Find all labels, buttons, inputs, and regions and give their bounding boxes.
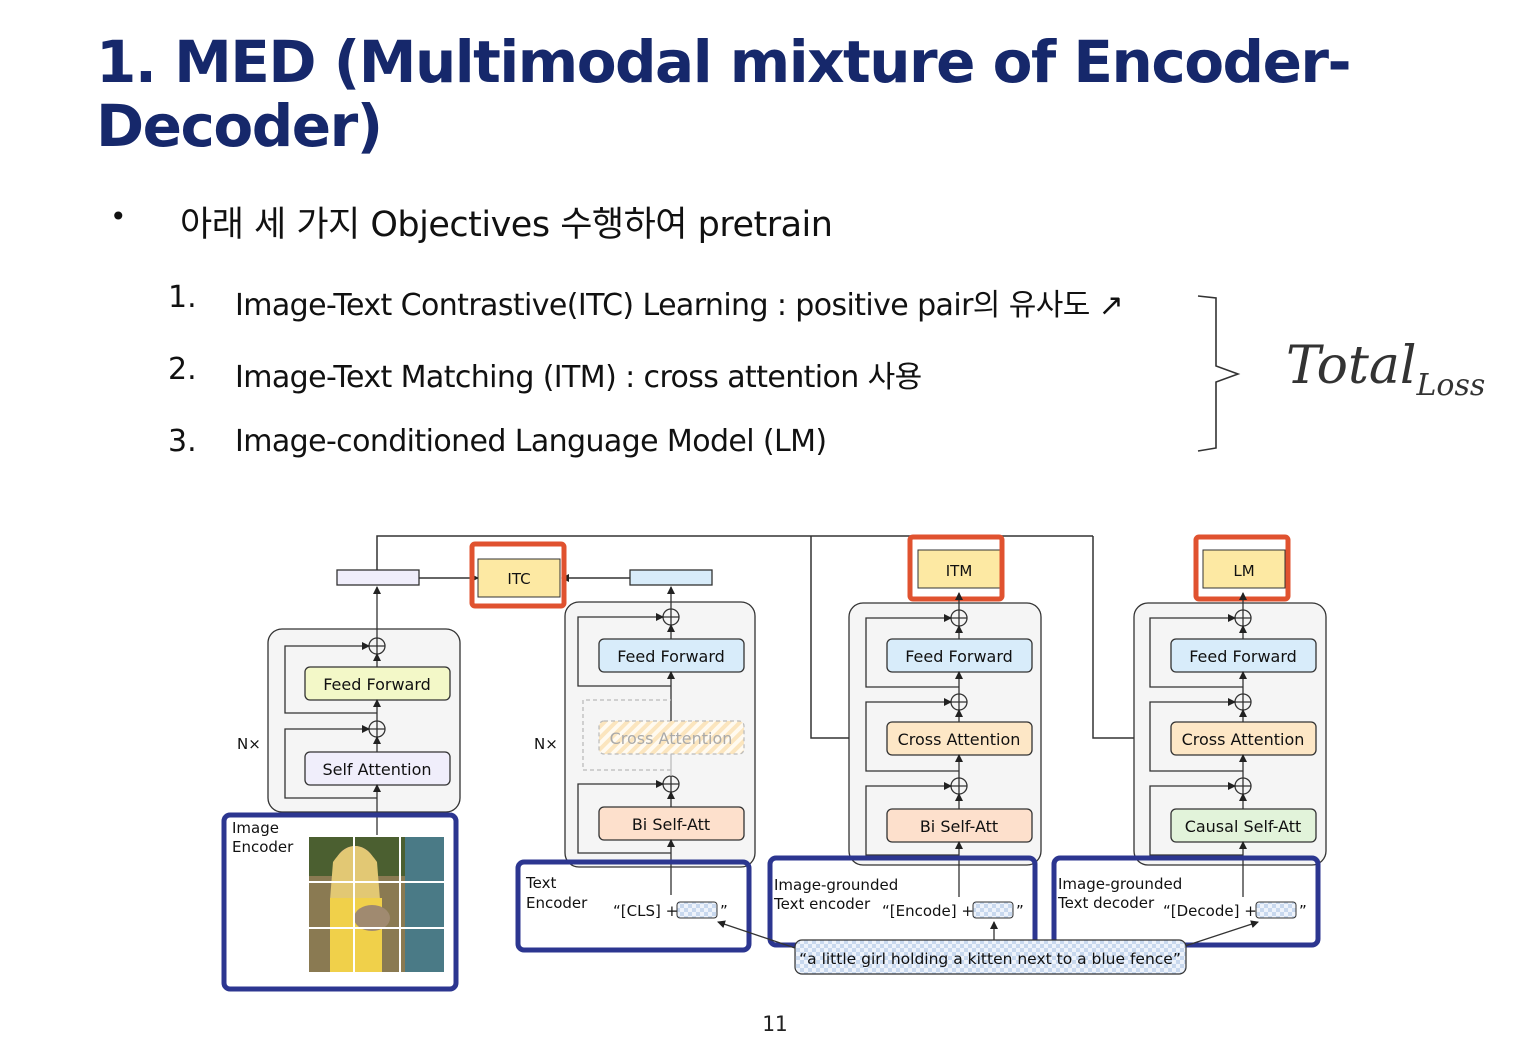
encode-token-placeholder	[972, 901, 1014, 919]
lm-box	[1202, 549, 1286, 589]
quote-end: ”	[720, 902, 728, 920]
cls-token-placeholder	[676, 901, 718, 919]
bullet-dot: •	[110, 200, 127, 233]
lm-label: LM	[1233, 562, 1254, 580]
objective-itm: Image-Text Matching (ITM) : cross attent…	[235, 360, 922, 395]
lm-decoder-label: Text decoder	[1057, 894, 1155, 912]
itm-feed-forward-label: Feed Forward	[905, 647, 1013, 666]
itm-cross-attention-label: Cross Attention	[898, 730, 1021, 749]
itm-box	[917, 549, 1001, 589]
text-encoder-highlight	[515, 859, 752, 953]
text-feed-forward-label: Feed Forward	[617, 647, 725, 666]
lm-decoder-label: Image-grounded	[1058, 875, 1182, 893]
image-feed-forward-label: Feed Forward	[323, 675, 431, 694]
self-attention-label: Self Attention	[322, 760, 431, 779]
quote-end: ”	[1299, 902, 1307, 920]
caption-text: “a little girl holding a kitten next to …	[799, 950, 1181, 968]
lm-cross-attention-label: Cross Attention	[1182, 730, 1305, 749]
objective-itc: Image-Text Contrastive(ITC) Learning : p…	[235, 288, 1124, 323]
image-encoder-block: N× Feed Forward Self Attention Image Enc…	[221, 586, 461, 992]
text-encoder-nx: N×	[534, 735, 558, 753]
decode-token-text: “[Decode] +	[1163, 902, 1257, 920]
itm-bi-self-att-label: Bi Self-Att	[920, 817, 998, 836]
objective-number: 1.	[168, 280, 197, 315]
itc-highlight	[469, 541, 567, 609]
text-bi-self-att-label: Bi Self-Att	[632, 815, 710, 834]
total-label: Total	[1286, 336, 1417, 396]
text-encoder-block: N× Feed Forward Cross Attention Bi Self-…	[515, 586, 756, 953]
caption-box	[794, 939, 1187, 975]
loss-subscript: Loss	[1416, 368, 1486, 403]
image-encoder-highlight	[221, 812, 459, 992]
lm-decoder-block: Feed Forward Cross Attention Causal Self…	[1051, 592, 1327, 948]
itm-encoder-label: Image-grounded	[774, 876, 898, 894]
causal-self-att-label: Causal Self-Att	[1185, 817, 1302, 836]
itm-label: ITM	[946, 562, 973, 580]
itm-encoder-label: Text encoder	[773, 895, 871, 913]
total-loss-formula: TotalLoss	[1286, 336, 1485, 403]
disabled-cross-attention-label: Cross Attention	[610, 729, 733, 748]
quote-end: ”	[1016, 902, 1024, 920]
text-embedding-bar	[629, 569, 713, 586]
objective-number: 2.	[168, 352, 197, 387]
itc-box	[477, 558, 561, 598]
lm-feed-forward-label: Feed Forward	[1189, 647, 1297, 666]
bullet-text: 아래 세 가지 Objectives 수행하여 pretrain	[180, 205, 833, 245]
page-number: 11	[762, 1012, 788, 1036]
objective-lm: Image-conditioned Language Model (LM)	[235, 424, 827, 459]
image-encoder-nx: N×	[237, 735, 261, 753]
slide-title: 1. MED (Multimodal mixture of Encoder-De…	[96, 28, 1352, 160]
image-embedding-bar	[336, 569, 420, 586]
itc-label: ITC	[507, 570, 530, 588]
encode-token-text: “[Encode] +	[882, 902, 974, 920]
text-encoder-label: Text	[525, 874, 556, 892]
text-encoder-label: Encoder	[526, 894, 588, 912]
cls-token-text: “[CLS] +	[613, 902, 678, 920]
caption-group: “a little girl holding a kitten next to …	[717, 920, 1259, 975]
image-encoder-label: Encoder	[232, 838, 294, 856]
decode-token-placeholder	[1255, 901, 1297, 919]
objective-number: 3.	[168, 424, 197, 459]
image-encoder-label: Image	[232, 819, 279, 837]
